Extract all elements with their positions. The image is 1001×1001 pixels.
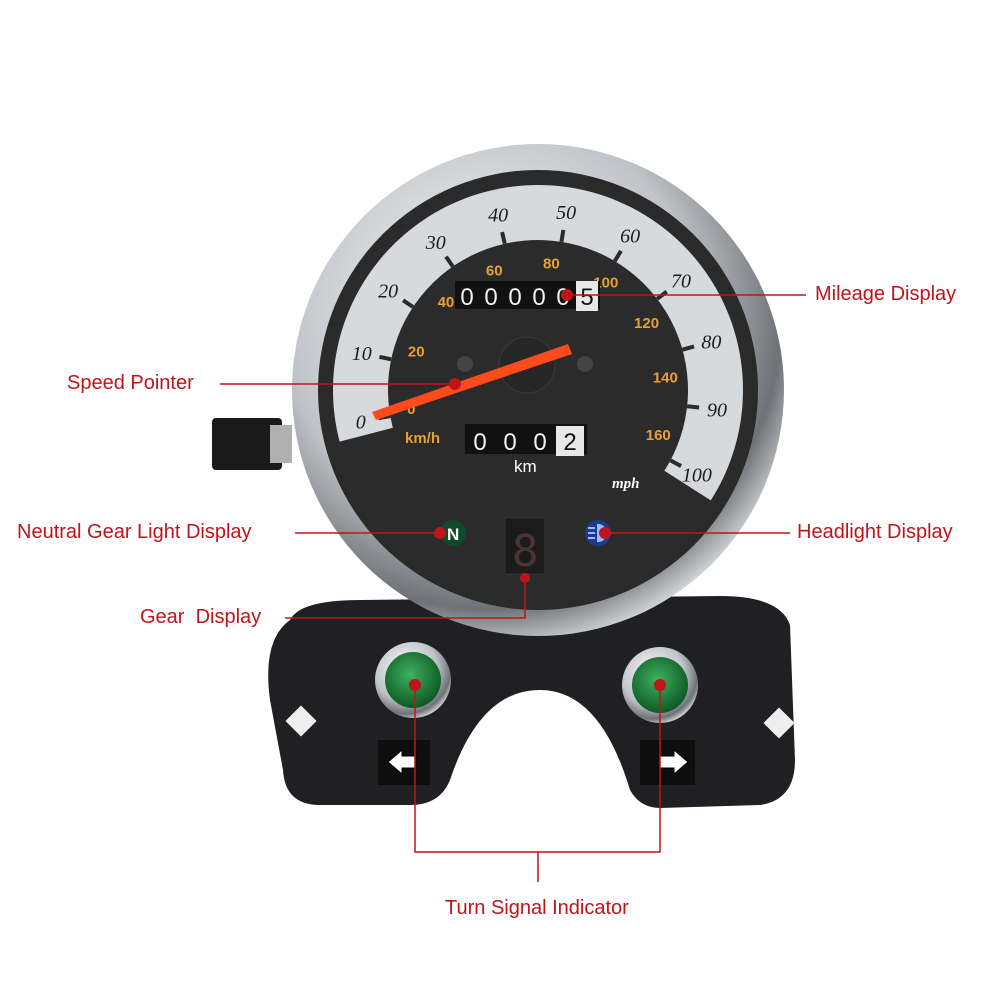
- neutral-light: [440, 520, 466, 546]
- odometer-digit: 0: [532, 284, 545, 311]
- mph-label: 20: [378, 280, 398, 302]
- odometer-digit: 0: [503, 429, 516, 456]
- mph-tick: [559, 229, 566, 243]
- mph-tick: [613, 249, 623, 263]
- mph-label: 70: [671, 271, 691, 293]
- odometer-digit: 0: [533, 429, 546, 456]
- mph-label: 50: [556, 202, 576, 224]
- odometer-digit: 0: [460, 284, 473, 311]
- mph-tick: [669, 458, 682, 468]
- mph-label: 90: [707, 399, 727, 421]
- kmh-unit: km/h: [405, 430, 440, 447]
- kmh-label: 0: [407, 401, 415, 418]
- mph-scale-band: [333, 185, 744, 501]
- mph-tick: [379, 354, 392, 362]
- kmh-label: 80: [543, 256, 560, 273]
- callout-headlight-display: Headlight Display: [797, 521, 953, 543]
- kmh-label: 120: [634, 315, 659, 332]
- callout-speed-pointer: Speed Pointer: [67, 372, 194, 394]
- mph-label: 80: [701, 332, 721, 354]
- speed-needle: [372, 344, 572, 420]
- odometer-digit: 0: [484, 284, 497, 311]
- odometer-digit: 5: [580, 284, 593, 311]
- callout-neutral-gear-light: Neutral Gear Light Display: [17, 521, 252, 543]
- odometer-digit: 2: [563, 429, 576, 456]
- mph-unit: mph: [612, 476, 640, 492]
- callout-mileage-display: Mileage Display: [815, 283, 957, 305]
- mph-tick: [686, 404, 700, 410]
- mph-label: 10: [352, 343, 372, 365]
- mph-tick: [401, 298, 415, 309]
- trip-reset-knob: [212, 418, 282, 470]
- gear-display: [504, 517, 546, 575]
- screw: [457, 356, 473, 372]
- kmh-label: 140: [653, 370, 678, 387]
- mph-label: 40: [488, 204, 508, 226]
- callout-dots: [409, 289, 666, 691]
- mph-tick: [500, 231, 507, 245]
- kmh-label: 40: [438, 294, 455, 311]
- trip-unit: km: [514, 457, 537, 476]
- gear-digit: 8: [512, 526, 539, 577]
- neutral-label: N: [447, 525, 459, 544]
- mph-label: 0: [356, 411, 366, 433]
- callout-turn-signal-indicator: Turn Signal Indicator: [445, 897, 629, 919]
- mph-label: 30: [425, 232, 446, 254]
- kmh-label: 60: [486, 263, 503, 280]
- mph-label: 60: [620, 225, 640, 247]
- mph-tick: [681, 344, 695, 352]
- kmh-label: 20: [408, 343, 425, 360]
- screw: [577, 356, 593, 372]
- mph-label: 100: [682, 465, 712, 487]
- arrow-left-icon: [387, 748, 417, 776]
- kmh-label: 160: [646, 427, 671, 444]
- mph-tick: [444, 255, 455, 268]
- callout-gear-display: Gear Display: [140, 606, 262, 628]
- callout-lines: [220, 294, 806, 882]
- mount-hole-left: [285, 705, 317, 737]
- odometer-digit: 0: [473, 429, 486, 456]
- odometer-digit: 0: [508, 284, 521, 311]
